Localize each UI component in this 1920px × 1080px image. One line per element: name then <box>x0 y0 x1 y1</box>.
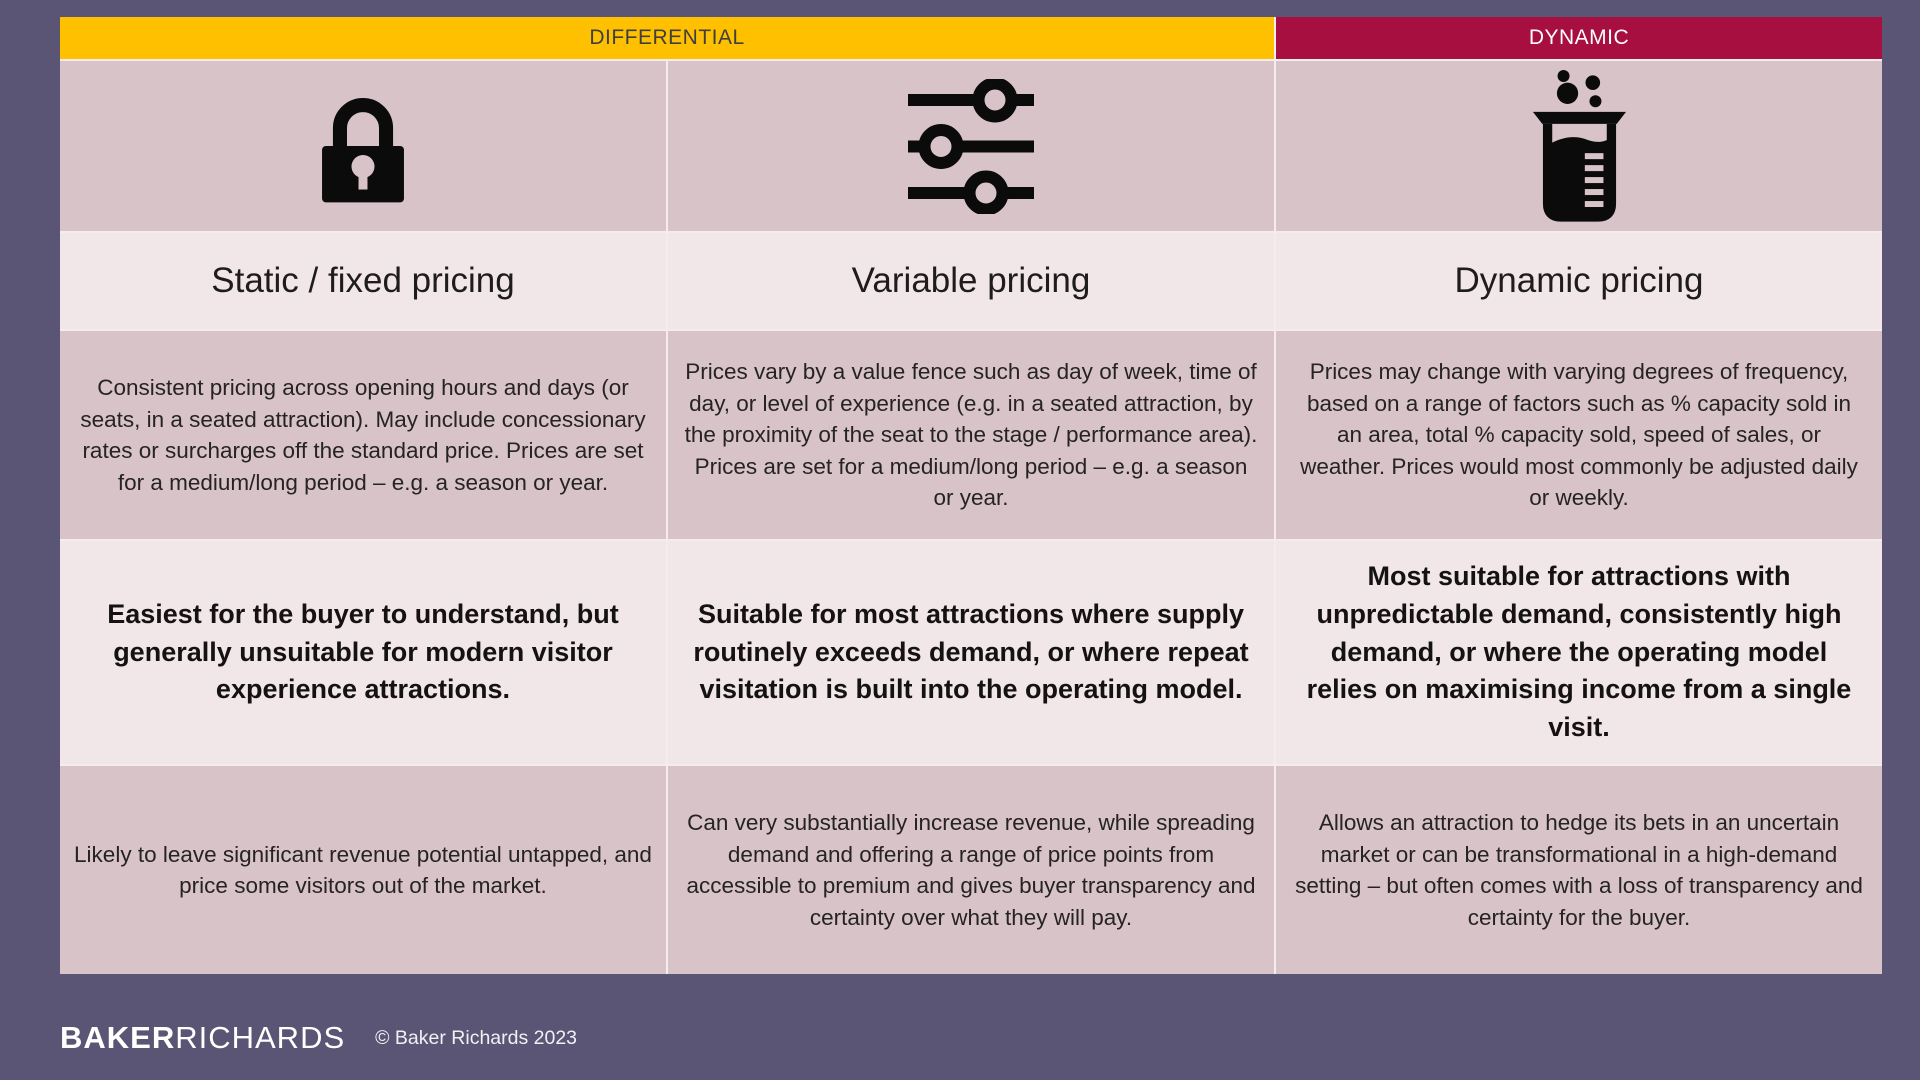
dynamic-pricing-icon-cell <box>1276 61 1882 231</box>
padlock-icon <box>299 71 427 221</box>
logo-light-part: RICHARDS <box>175 1020 346 1055</box>
static-pricing-description: Consistent pricing across opening hours … <box>60 331 666 539</box>
variable-pricing-impact: Can very substantially increase revenue,… <box>668 766 1274 974</box>
header-differential: DIFFERENTIAL <box>60 17 1274 59</box>
static-pricing-suitability: Easiest for the buyer to understand, but… <box>60 541 666 764</box>
beaker-icon <box>1513 68 1646 225</box>
dynamic-pricing-suitability: Most suitable for attractions with unpre… <box>1276 541 1882 764</box>
dynamic-pricing-description: Prices may change with varying degrees o… <box>1276 331 1882 539</box>
pricing-comparison-table: DIFFERENTIAL DYNAMIC <box>60 17 1882 974</box>
variable-pricing-suitability: Suitable for most attractions where supp… <box>668 541 1274 764</box>
static-pricing-title: Static / fixed pricing <box>60 233 666 329</box>
variable-pricing-description: Prices vary by a value fence such as day… <box>668 331 1274 539</box>
static-pricing-title-label: Static / fixed pricing <box>211 261 515 300</box>
footer: BAKERRICHARDS © Baker Richards 2023 <box>60 1012 577 1064</box>
header-differential-label: DIFFERENTIAL <box>589 26 745 49</box>
variable-pricing-icon-cell <box>668 61 1274 231</box>
dynamic-pricing-title: Dynamic pricing <box>1276 233 1882 329</box>
sliders-icon <box>896 78 1046 214</box>
dynamic-pricing-title-label: Dynamic pricing <box>1454 261 1704 300</box>
variable-pricing-title: Variable pricing <box>668 233 1274 329</box>
dynamic-pricing-impact: Allows an attraction to hedge its bets i… <box>1276 766 1882 974</box>
static-pricing-icon-cell <box>60 61 666 231</box>
static-pricing-impact: Likely to leave significant revenue pote… <box>60 766 666 974</box>
variable-pricing-title-label: Variable pricing <box>851 261 1091 300</box>
header-dynamic-label: DYNAMIC <box>1528 26 1630 49</box>
copyright-text: © Baker Richards 2023 <box>375 1026 578 1049</box>
header-dynamic: DYNAMIC <box>1276 17 1882 59</box>
logo-bold-part: BAKER <box>60 1020 176 1055</box>
baker-richards-logo: BAKERRICHARDS <box>60 1020 345 1056</box>
